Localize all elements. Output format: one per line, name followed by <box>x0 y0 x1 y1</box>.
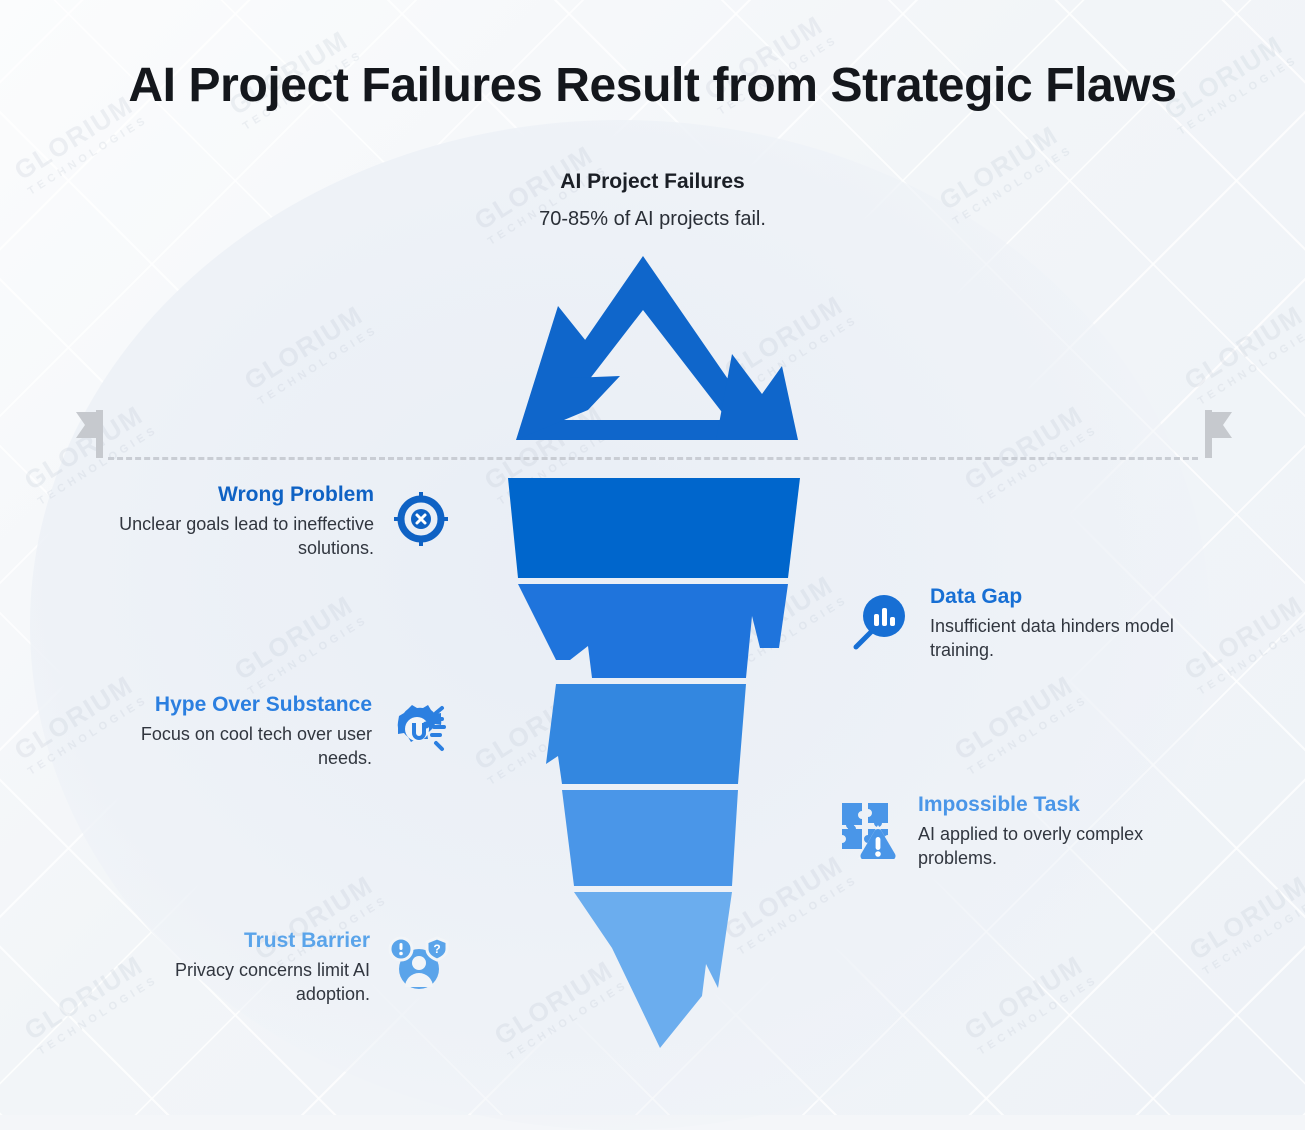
legend-text-impossible-task: Impossible Task AI applied to overly com… <box>918 792 1198 871</box>
svg-text:?: ? <box>433 942 440 956</box>
chart-subtitle: 70-85% of AI projects fail. <box>539 208 766 230</box>
puzzle-warning-icon <box>838 799 898 864</box>
legend-item-hype-over-substance[interactable]: Hype Over Substance Focus on cool tech o… <box>92 692 450 771</box>
iceberg-segment-impossible-task <box>562 790 738 886</box>
legend-desc-hype-over-substance: Focus on cool tech over user needs. <box>140 724 372 769</box>
legend-desc-impossible-task: AI applied to overly complex problems. <box>918 824 1144 869</box>
legend-title-wrong-problem: Wrong Problem <box>218 483 374 506</box>
iceberg-segment-data-gap <box>518 584 788 678</box>
legend-text-wrong-problem: Wrong Problem Unclear goals lead to inef… <box>110 482 374 561</box>
legend-title-impossible-task: Impossible Task <box>918 793 1080 816</box>
legend-item-data-gap[interactable]: Data Gap Insufficient data hinders model… <box>852 584 1212 663</box>
target-crosshair-x-icon <box>392 490 450 553</box>
legend-desc-data-gap: Insufficient data hinders model training… <box>930 616 1174 661</box>
chart-heading: AI Project Failures <box>560 170 745 193</box>
waterline-divider <box>108 457 1198 460</box>
legend-title-data-gap: Data Gap <box>930 585 1023 608</box>
legend-title-trust-barrier: Trust Barrier <box>243 929 370 952</box>
iceberg-tip-mountain <box>516 256 798 440</box>
legend-title-hype-over-substance: Hype Over Substance <box>154 693 372 716</box>
legend-item-impossible-task[interactable]: Impossible Task AI applied to overly com… <box>838 792 1198 871</box>
legend-desc-wrong-problem: Unclear goals lead to ineffective soluti… <box>119 514 374 559</box>
iceberg-segment-wrong-problem <box>508 478 800 578</box>
user-privacy-question-icon: ? <box>388 935 450 1000</box>
magnifier-bar-chart-icon <box>852 592 910 655</box>
flag-left-icon <box>68 408 112 465</box>
flag-right-icon <box>1196 408 1240 465</box>
legend-item-wrong-problem[interactable]: Wrong Problem Unclear goals lead to inef… <box>110 482 450 561</box>
legend-text-trust-barrier: Trust Barrier Privacy concerns limit AI … <box>110 928 370 1007</box>
iceberg-segment-trust-barrier <box>574 892 732 1048</box>
iceberg-funnel-chart <box>470 248 840 1058</box>
page-title: AI Project Failures Result from Strategi… <box>128 59 1177 112</box>
legend-text-hype-over-substance: Hype Over Substance Focus on cool tech o… <box>92 692 372 771</box>
legend-text-data-gap: Data Gap Insufficient data hinders model… <box>930 584 1212 663</box>
gear-ai-chip-icon <box>390 699 450 764</box>
legend-desc-trust-barrier: Privacy concerns limit AI adoption. <box>174 960 370 1005</box>
iceberg-segment-hype-over-substance <box>546 684 746 784</box>
legend-item-trust-barrier[interactable]: Trust Barrier Privacy concerns limit AI … <box>110 928 450 1007</box>
